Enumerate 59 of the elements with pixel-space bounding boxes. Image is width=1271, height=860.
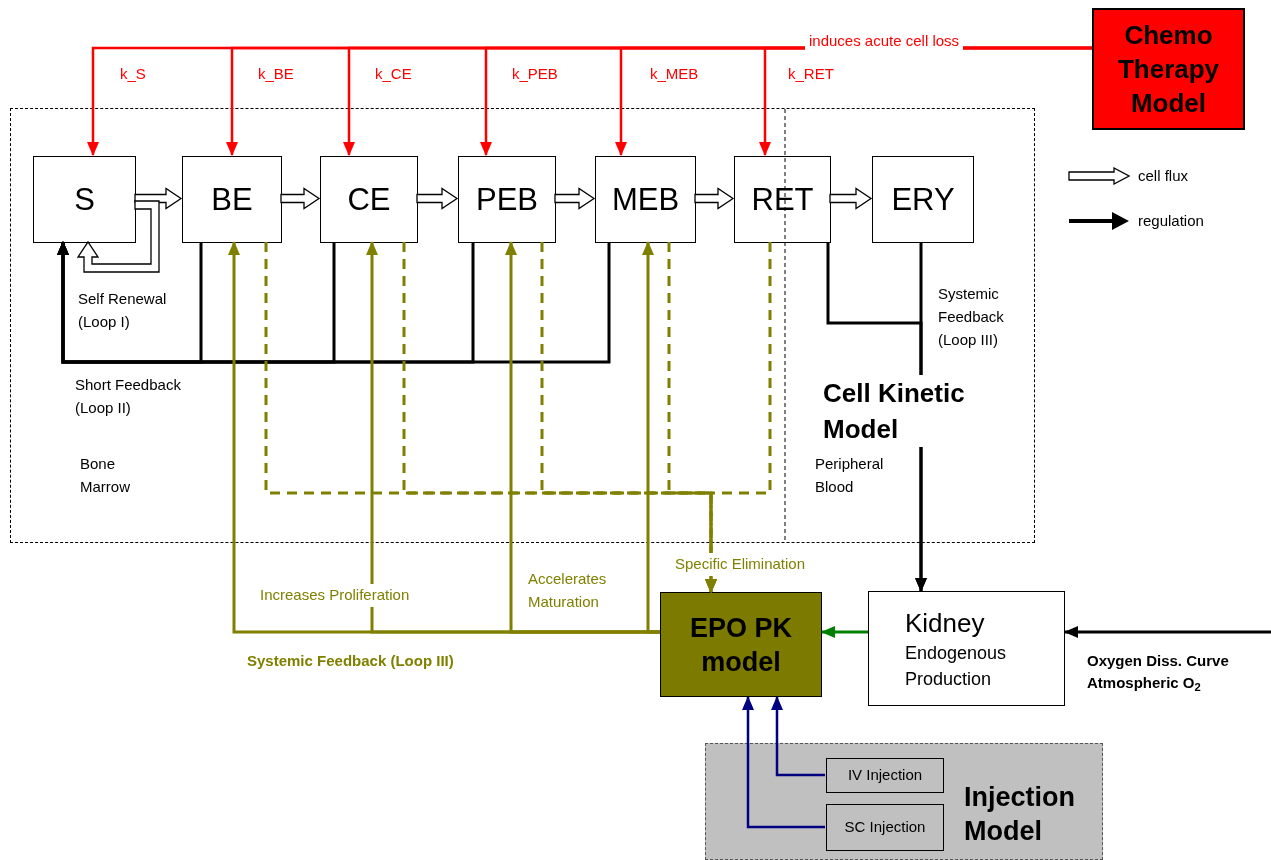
annotation-text: Bone Marrow <box>80 454 131 497</box>
cell-flux-arrow <box>416 187 459 210</box>
node-label: Endogenous Production <box>905 641 1008 691</box>
annotation-text: Peripheral Blood <box>815 454 885 497</box>
annotation-text: Accelerates Maturation <box>528 569 608 612</box>
annotation-text: Increases Proliferation <box>258 584 412 607</box>
dashed-region <box>10 108 1035 543</box>
legend-label: cell flux <box>1138 166 1189 186</box>
arrow <box>642 241 660 634</box>
edge-label: k_RET <box>788 64 834 84</box>
node-label: CE <box>347 184 391 215</box>
annotation-text: Short Feedback (Loop II) <box>75 375 182 418</box>
node-label: ERY <box>891 184 955 215</box>
arrow <box>771 696 825 777</box>
cell-box <box>872 156 974 243</box>
cell-box <box>595 156 696 243</box>
node-label: S <box>74 184 95 215</box>
node-label: SC Injection <box>844 817 926 838</box>
model-box <box>660 592 822 697</box>
node-label: EPO PK model <box>689 611 793 679</box>
cell-flux-arrow <box>280 187 321 210</box>
edge-label: k_S <box>120 64 146 84</box>
arrow <box>57 241 611 364</box>
process-box <box>868 591 1065 706</box>
edge-label: k_CE <box>375 64 412 84</box>
arrow <box>705 242 772 593</box>
node-label: Injection Model <box>964 781 1076 848</box>
node-label: IV Injection <box>847 765 923 786</box>
cell-box <box>458 156 556 243</box>
annotation-text: Self Renewal (Loop I) <box>78 289 168 332</box>
annotation-text: Specific Elimination <box>673 553 808 576</box>
arrow <box>821 626 868 638</box>
cell-box <box>182 156 282 243</box>
legend-label: regulation <box>1138 211 1204 231</box>
process-box <box>826 804 944 851</box>
cell-box <box>734 156 831 243</box>
cell-flux-arrow <box>694 187 735 210</box>
node-label: BE <box>211 184 253 215</box>
edge-label: k_MEB <box>650 64 699 84</box>
node-label: Chemo Therapy Model <box>1116 19 1221 120</box>
cell-box <box>320 156 418 243</box>
edge-label: Oxygen Diss. Curve Atmospheric O$_{2}$ <box>1087 651 1230 694</box>
cell-flux-arrow <box>829 187 873 210</box>
node-label: RET <box>751 184 814 215</box>
edge-label: k_PEB <box>512 64 558 84</box>
model-box <box>1092 8 1245 130</box>
arrow <box>1064 626 1271 638</box>
cell-flux-arrow <box>554 187 596 210</box>
cell-box <box>33 156 136 243</box>
annotation-text: Systemic Feedback (Loop III) <box>247 651 454 671</box>
cell-flux-arrow <box>76 200 160 273</box>
node-label: PEB <box>476 184 538 215</box>
node-label: MEB <box>611 184 680 215</box>
dashed-region <box>705 743 1103 860</box>
node-label: Kidney <box>905 606 986 640</box>
annotation-text: Systemic Feedback (Loop III) <box>938 284 1005 350</box>
process-box <box>826 758 944 793</box>
arrow <box>742 696 825 829</box>
edge-label: k_BE <box>258 64 294 84</box>
